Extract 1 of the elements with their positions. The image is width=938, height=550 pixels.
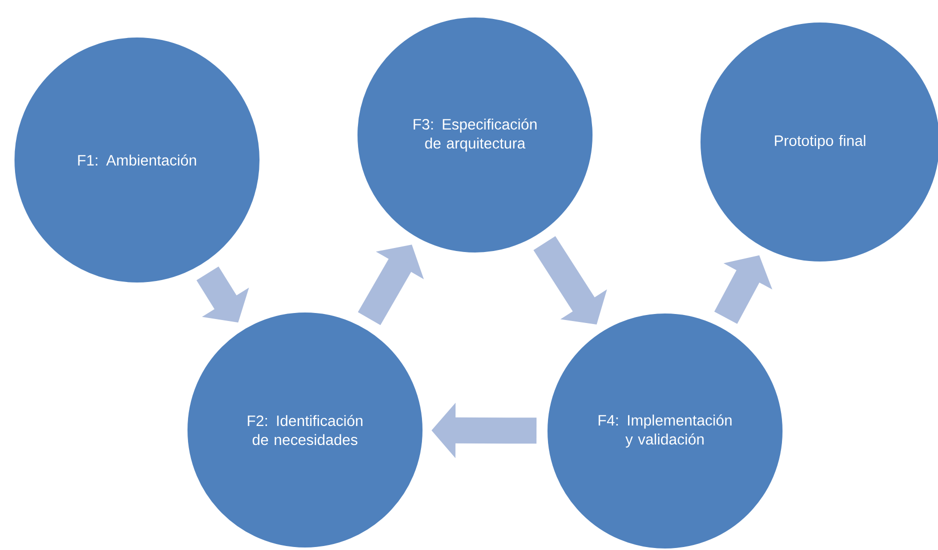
block-arrow [533, 236, 607, 324]
